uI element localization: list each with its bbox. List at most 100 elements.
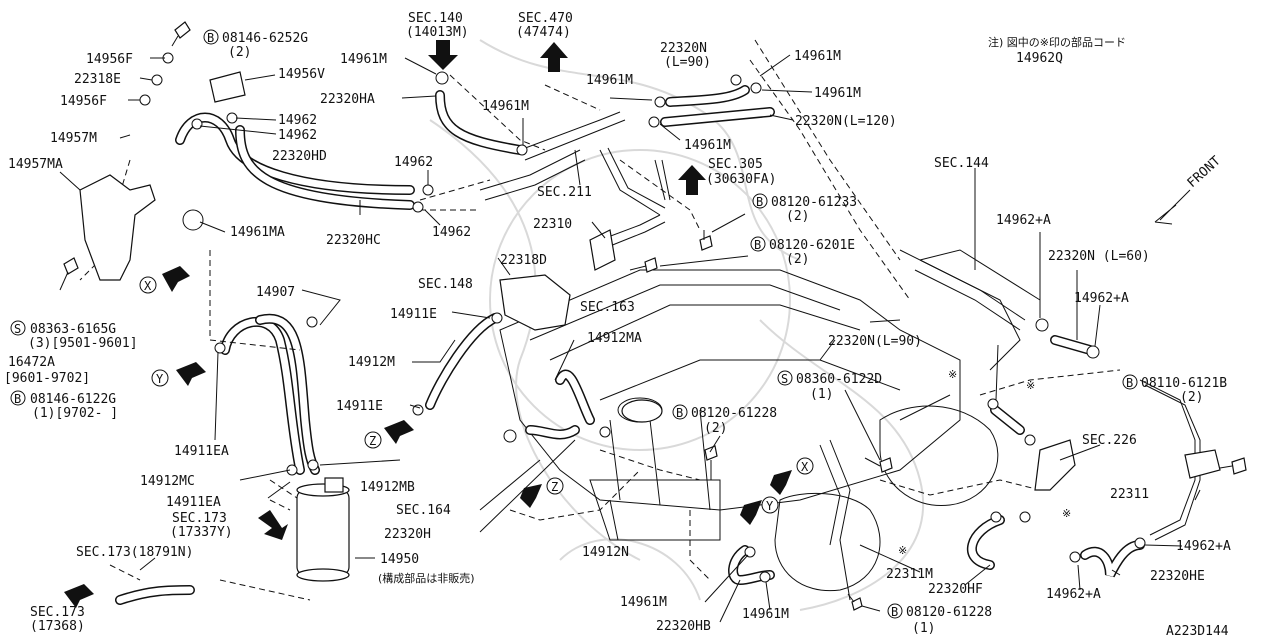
star-marker: ※: [1062, 507, 1071, 520]
qty-label: (1)[9702- ]: [32, 406, 118, 421]
hose-clamp-icon: [599, 426, 611, 438]
part-label: 14911E: [390, 307, 437, 322]
ref-marker-y: [761, 496, 779, 514]
hose-clamp-icon: [306, 316, 318, 328]
hose-clamp-icon: [412, 404, 424, 416]
bolt-icon: [851, 597, 863, 611]
hose-clamp-icon: [435, 71, 449, 85]
part-label: 22320HD: [272, 149, 327, 164]
section-ref: SEC.144: [934, 156, 989, 171]
part-label: 14912M: [348, 355, 395, 370]
hose-clamp-icon: [1019, 511, 1031, 523]
part-label: 14961M: [340, 52, 387, 67]
hose-clamp-icon: [1069, 551, 1081, 563]
part-label: 22320HE: [1150, 569, 1205, 584]
part-label: 22318E: [74, 72, 121, 87]
part-note: (構成部品は非販売): [378, 571, 475, 585]
section-ref: SEC.211: [537, 185, 592, 200]
direction-arrow-icon: [176, 362, 206, 386]
part-label: 14962: [432, 225, 471, 240]
part-label: 14961MA: [230, 225, 285, 240]
hose-clamp-icon: [286, 464, 298, 476]
part-label: 22320HC: [326, 233, 381, 248]
part-label: 08110-6121B: [1141, 376, 1227, 391]
qty-label: (2): [1180, 390, 1203, 405]
section-ref: (47474): [516, 25, 571, 40]
qty-label: (2): [228, 45, 251, 60]
svg-text:B: B: [891, 605, 898, 619]
direction-arrow-icon: [520, 484, 542, 508]
part-label: 22320H: [384, 527, 431, 542]
clamps: [139, 52, 1146, 583]
part-label: 14961M: [742, 607, 789, 622]
part-label: [9601-9702]: [4, 371, 90, 386]
part-label: 14956V: [278, 67, 325, 82]
part-label: 22311M: [886, 567, 933, 582]
part-label: 08146-6122G: [30, 392, 116, 407]
svg-text:B: B: [1126, 376, 1133, 390]
svg-text:B: B: [756, 195, 763, 209]
part-label: 16472A: [8, 355, 55, 370]
part-label: 08363-6165G: [30, 322, 116, 337]
direction-arrow-icon: [258, 510, 288, 540]
ref-marker-x: [139, 276, 157, 294]
hose-clamp-icon: [151, 74, 163, 86]
section-ref: (17368): [30, 619, 85, 634]
part-label: 14957M: [50, 131, 97, 146]
direction-arrow-icon: [540, 42, 568, 72]
ref-y-label: Y: [766, 499, 774, 513]
bolts: [59, 21, 1247, 611]
part-label: 14961M: [684, 138, 731, 153]
hose-clamp-icon: [1035, 318, 1049, 332]
hose-clamp-icon: [654, 96, 666, 108]
bolt-icon: [879, 457, 893, 473]
part-label: (L=90): [664, 55, 711, 70]
part-label: 14962+A: [996, 213, 1051, 228]
qty-label: (2): [786, 252, 809, 267]
ref-marker-z: [546, 477, 564, 495]
direction-arrow-icon: [740, 500, 762, 525]
part-label: 08360-6122D: [796, 372, 882, 387]
part-label: 14907: [256, 285, 295, 300]
part-label: 14962+A: [1046, 587, 1101, 602]
section-ref: (14013M): [406, 25, 469, 40]
hose-clamp-icon: [987, 398, 999, 410]
ref-x-label: X: [144, 279, 152, 293]
part-label: 14961M: [620, 595, 667, 610]
part-label: 14961M: [794, 49, 841, 64]
bolt-icon: [63, 257, 79, 275]
part-label: 08120-61233: [771, 195, 857, 210]
hose-clamp-icon: [730, 74, 742, 86]
part-label: 14962+A: [1074, 291, 1129, 306]
diagram-id: A223D144: [1166, 624, 1229, 639]
background-emblem: [429, 39, 925, 611]
sec148-part: [499, 274, 571, 331]
qty-label: (1): [912, 621, 935, 636]
hose-clamp-icon: [744, 546, 756, 558]
hose-clamp-icon: [759, 571, 771, 583]
part-label: 14961M: [482, 99, 529, 114]
reference-markers: X Y Z Z X Y: [139, 276, 814, 514]
direction-arrow-icon: [770, 470, 792, 495]
hose-clamp-icon: [214, 342, 226, 354]
direction-arrow-icon: [384, 420, 414, 444]
star-marker: ※: [948, 368, 957, 381]
part-label: 22320HB: [656, 619, 711, 634]
hose-clamp-icon: [750, 82, 762, 94]
section-ref: SEC.163: [580, 300, 635, 315]
svg-text:B: B: [676, 406, 683, 420]
ref-z-label: Z: [551, 480, 558, 494]
part-label: 14961M: [586, 73, 633, 88]
part-label: 14911EA: [174, 444, 229, 459]
section-ref: SEC.148: [418, 277, 473, 292]
note-jp: 注) 図中の※印の部品コード: [988, 35, 1126, 49]
part-label: 14962: [278, 128, 317, 143]
part-label: 22311: [1110, 487, 1149, 502]
guide-lines: [79, 39, 1121, 601]
svg-text:B: B: [14, 392, 21, 406]
ref-x-label: X: [801, 460, 809, 474]
section-ref: SEC.173: [30, 605, 85, 620]
part-label: 14956F: [60, 94, 107, 109]
section-ref: SEC.164: [396, 503, 451, 518]
part-label: 22320HF: [928, 582, 983, 597]
